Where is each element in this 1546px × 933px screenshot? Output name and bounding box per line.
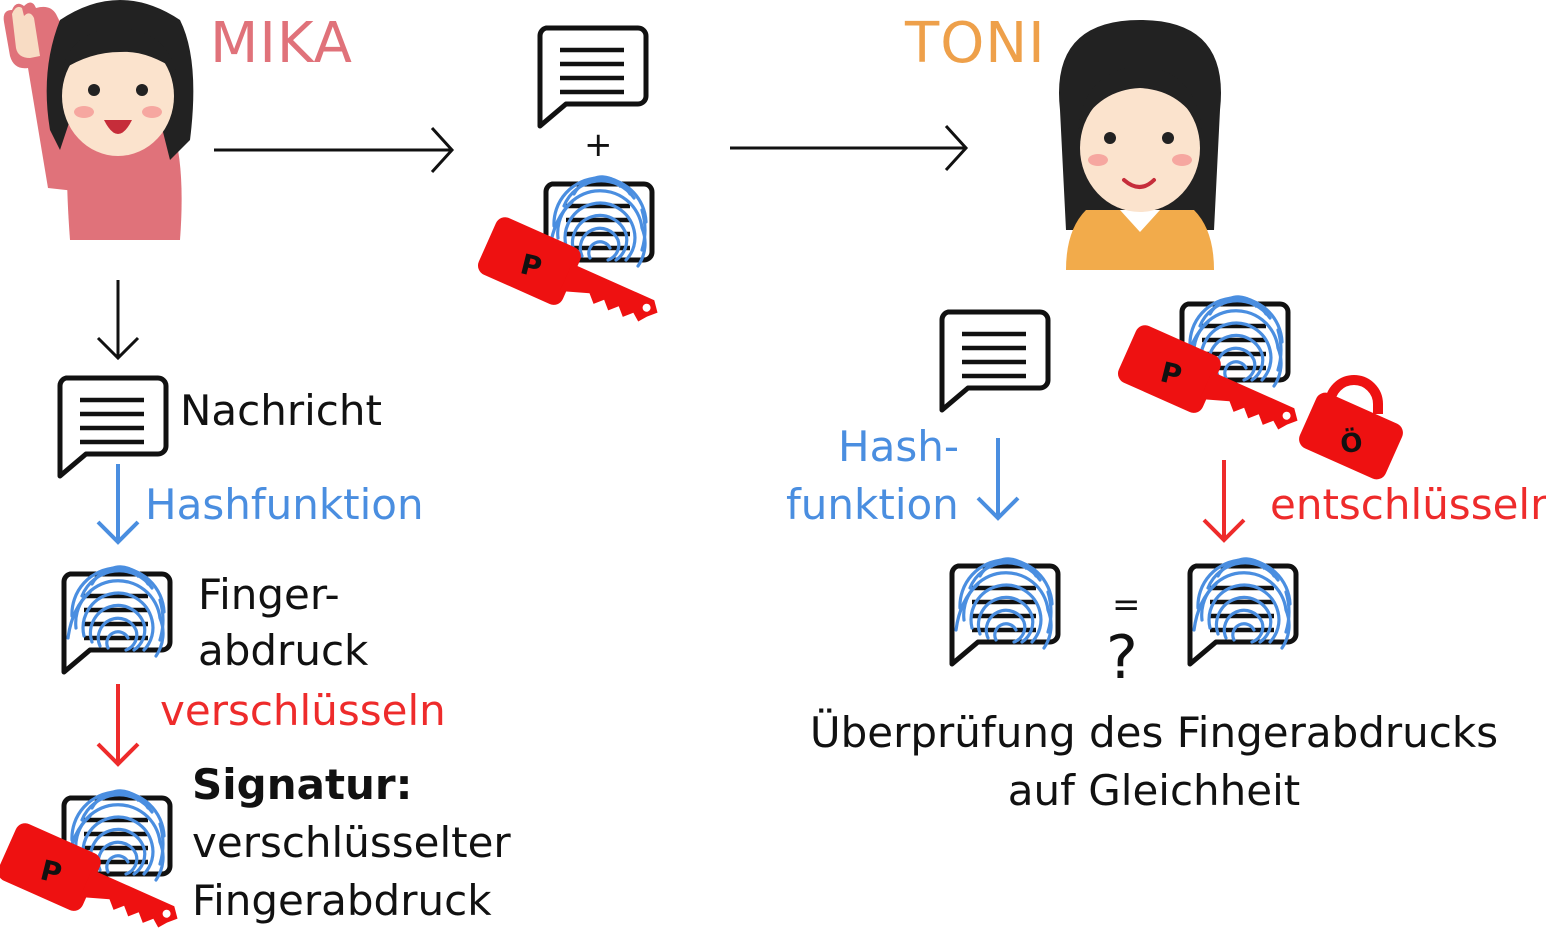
receiver-name: TONI bbox=[905, 11, 1046, 76]
compare-question: ? bbox=[1106, 623, 1138, 693]
message-label: Nachricht bbox=[180, 386, 382, 435]
decrypt-label: entschlüsseln bbox=[1270, 480, 1546, 529]
hash-arrow-down-icon bbox=[976, 438, 1020, 521]
plus-sign: + bbox=[584, 125, 613, 165]
fingerprint-message-icon bbox=[952, 557, 1058, 664]
hash-label: Hashfunktion bbox=[145, 480, 424, 529]
encrypt-label: verschlüsseln bbox=[160, 686, 446, 735]
signature-line1: verschlüsselter bbox=[192, 818, 511, 867]
arrow-down-icon bbox=[96, 280, 140, 361]
hash-label-line2: funktion bbox=[786, 480, 959, 529]
signature-icon bbox=[0, 789, 189, 933]
hash-arrow-down-icon bbox=[96, 464, 140, 545]
arrow-right-head-icon bbox=[944, 124, 969, 172]
person-mika-icon bbox=[3, 0, 194, 240]
check-line1: Überprüfung des Fingerabdrucks bbox=[809, 708, 1499, 757]
fingerprint-label-line1: Finger- bbox=[198, 570, 340, 619]
fingerprint-message-icon bbox=[64, 565, 170, 672]
decrypt-arrow-down-icon bbox=[1202, 460, 1246, 543]
check-line2: auf Gleichheit bbox=[1007, 766, 1301, 815]
public-key-lock-icon: Ö bbox=[1299, 375, 1403, 480]
svg-text:Ö: Ö bbox=[1338, 424, 1364, 460]
sender-name: MIKA bbox=[210, 11, 353, 76]
signature-line2: Fingerabdruck bbox=[192, 876, 492, 925]
arrow-right-head-icon bbox=[430, 126, 455, 174]
message-icon bbox=[60, 378, 166, 476]
message-icon bbox=[540, 28, 646, 126]
person-toni-icon bbox=[1059, 20, 1221, 270]
signature-title: Signatur: bbox=[192, 760, 413, 809]
fingerprint-message-icon bbox=[1190, 557, 1296, 664]
hash-label-line1: Hash- bbox=[838, 422, 959, 471]
encrypted-fingerprint-icon bbox=[1114, 295, 1309, 454]
signed-fingerprint-icon bbox=[474, 175, 669, 346]
message-icon bbox=[942, 312, 1048, 410]
fingerprint-label-line2: abdruck bbox=[198, 626, 369, 675]
compare-equals: = bbox=[1112, 585, 1141, 625]
encrypt-arrow-down-icon bbox=[96, 684, 140, 767]
